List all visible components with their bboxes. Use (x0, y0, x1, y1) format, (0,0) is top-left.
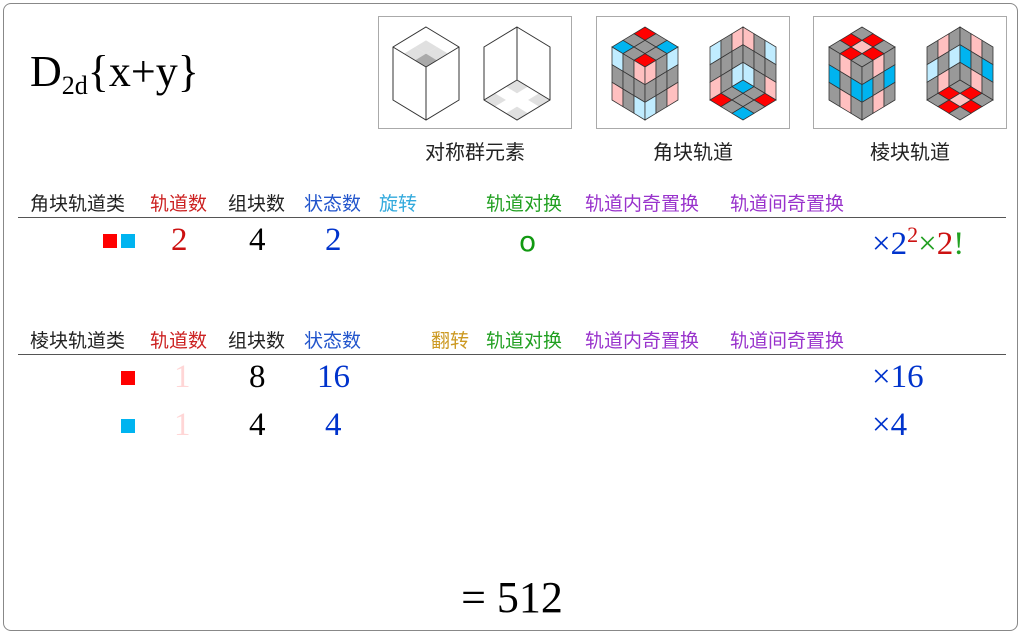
header-inter-odd: 轨道间奇置换 (730, 194, 845, 215)
cube-right-face (426, 95, 437, 120)
orbit-swap-mark: o (519, 225, 537, 258)
header-orbits: 轨道数 (150, 194, 208, 215)
orbit-count: 1 (174, 407, 191, 443)
blue-orbit-square (121, 419, 135, 433)
cube-right-wall (539, 58, 550, 83)
cube-right-wall (517, 27, 528, 52)
cube-left-face (393, 47, 404, 72)
edge-multiplier: ×16 (872, 359, 924, 395)
cube-left-face (404, 53, 415, 78)
cube-floor (506, 93, 528, 107)
block-count: 4 (249, 222, 266, 258)
cube-right-wall (528, 33, 539, 58)
caption-edge-orbits: 棱块轨道 (870, 142, 950, 164)
header-flip: 翻转 (431, 331, 470, 352)
divider (18, 217, 1006, 218)
header-rotation: 旋转 (379, 194, 418, 215)
header-states: 状态数 (304, 194, 362, 215)
cube-left-face (415, 95, 426, 120)
caption-corner-orbits: 角块轨道 (653, 142, 733, 164)
cube-left-wall (495, 51, 506, 76)
cube-edge-line (392, 46, 427, 68)
cube-outline (483, 26, 551, 121)
cube-right-face (448, 82, 459, 107)
state-count: 4 (325, 407, 342, 443)
cube-right-face (437, 89, 448, 114)
cube-edge-line (516, 79, 551, 101)
edge-orbits-image (813, 16, 1007, 129)
cube-right-wall (517, 62, 528, 87)
cube-left-face (415, 60, 426, 85)
cube-left-wall (495, 33, 506, 58)
cube-right-face (448, 64, 459, 89)
orbit-count: 1 (174, 359, 191, 395)
cube-right-wall (539, 75, 550, 100)
header-states: 状态数 (304, 331, 362, 352)
red-orbit-square (103, 234, 117, 248)
edge-multiplier: ×4 (872, 407, 908, 443)
cube-left-wall (484, 58, 495, 83)
cube-left-face (415, 78, 426, 103)
cube-left-wall (506, 27, 517, 52)
cube-right-face (437, 53, 448, 78)
cube-right-face (883, 81, 896, 108)
cube-right-face (666, 81, 679, 108)
cube-left-wall (506, 44, 517, 69)
header-orbit-swap: 轨道对换 (486, 194, 563, 215)
header-edge-class: 棱块轨道类 (30, 331, 126, 352)
header-inter-odd: 轨道间奇置换 (730, 331, 845, 352)
header-intra-odd: 轨道内奇置换 (585, 194, 700, 215)
header-blocks: 组块数 (228, 194, 286, 215)
cube-right-face (426, 60, 437, 85)
cube-edge-line (425, 46, 460, 68)
cube-right-wall (528, 51, 539, 76)
cube-right-face (437, 71, 448, 96)
cube-left-wall (506, 62, 517, 87)
divider (18, 354, 1006, 355)
corner-multiplier: ×22×2! (872, 222, 965, 262)
orbit-count: 2 (171, 222, 188, 258)
cube-left-face (404, 89, 415, 114)
cube-edge-line (483, 79, 518, 101)
corner-orbits-image (596, 16, 790, 129)
header-intra-odd: 轨道内奇置换 (585, 331, 700, 352)
block-count: 4 (249, 407, 266, 443)
cube-left-face (404, 71, 415, 96)
symmetry-elements-image (378, 16, 572, 129)
blue-orbit-square (121, 234, 135, 248)
diagram-frame (3, 3, 1018, 631)
cube-right-wall (517, 44, 528, 69)
cube-top-face (415, 40, 437, 54)
state-count: 16 (317, 359, 350, 395)
caption-symmetry-elements: 对称群元素 (425, 142, 525, 164)
cube-left-face (393, 82, 404, 107)
cube-top-face (415, 53, 437, 67)
group-title: D2d{x+y} (30, 47, 199, 100)
header-corner-class: 角块轨道类 (30, 194, 126, 215)
cube-right-face (448, 47, 459, 72)
cube-left-wall (484, 75, 495, 100)
cube-floor (948, 106, 972, 121)
cube-right-wall (528, 69, 539, 94)
cube-left-face (393, 64, 404, 89)
state-count: 2 (325, 222, 342, 258)
cube-top-face (426, 33, 448, 47)
cube-right-wall (539, 40, 550, 65)
cube-floor (731, 106, 755, 121)
header-blocks: 组块数 (228, 331, 286, 352)
cube-left-wall (484, 40, 495, 65)
cube-top-face (404, 33, 426, 47)
total-result: = 512 (461, 573, 563, 622)
cube-right-face (426, 78, 437, 103)
cube-left-wall (495, 69, 506, 94)
header-orbits: 轨道数 (150, 331, 208, 352)
header-orbit-swap: 轨道对换 (486, 331, 563, 352)
block-count: 8 (249, 359, 266, 395)
red-orbit-square (121, 371, 135, 385)
